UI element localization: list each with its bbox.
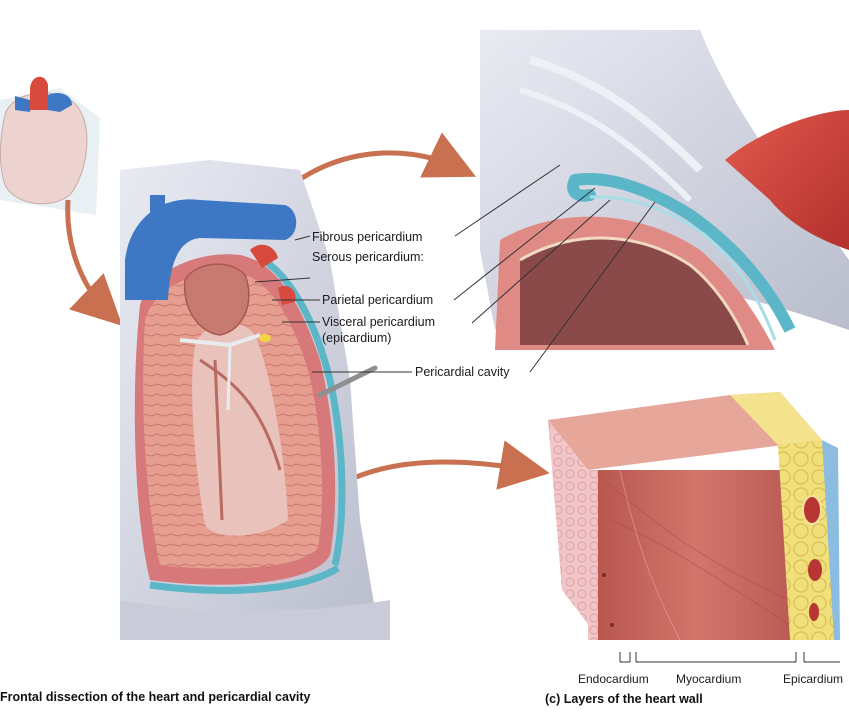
pericardial-cavity-label: Pericardial cavity	[415, 365, 510, 379]
frontal-dissection-caption: Frontal dissection of the heart and peri…	[0, 690, 311, 704]
heart-wall-layers-caption: (c) Layers of the heart wall	[545, 692, 703, 706]
epicardium-label: Epicardium	[783, 672, 844, 686]
visceral-pericardium-label: Visceral pericardium	[322, 315, 436, 329]
wall-layer-brackets	[619, 652, 840, 663]
endocardium-label: Endocardium	[578, 672, 649, 686]
small-heart-icon	[0, 76, 100, 215]
fibrous-pericardium-label: Fibrous pericardium	[312, 230, 423, 244]
serous-pericardium-label: Serous pericardium:	[312, 250, 424, 264]
arrow-small-to-frontal	[65, 199, 123, 326]
pericardium-closeup	[480, 30, 849, 350]
epicardium-paren-label: (epicardium)	[322, 331, 392, 345]
heart-wall-block	[548, 392, 840, 641]
myocardium-label: Myocardium	[676, 672, 742, 686]
leader-lines	[254, 164, 656, 373]
parietal-pericardium-label: Parietal pericardium	[322, 293, 434, 307]
arrow-frontal-to-wall	[343, 440, 550, 490]
